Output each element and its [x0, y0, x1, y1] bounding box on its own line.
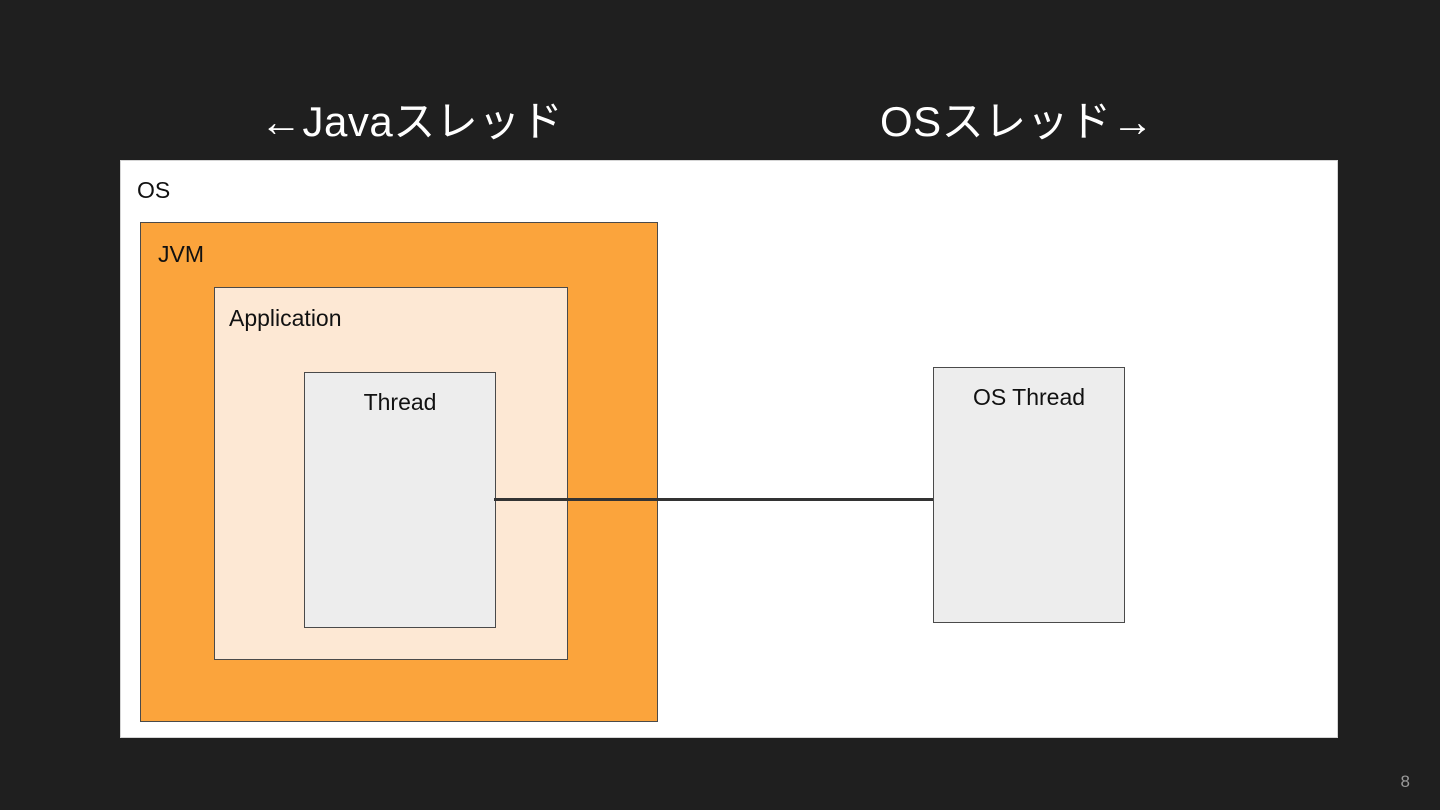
application-label: Application: [229, 305, 342, 331]
os-thread-label: OS Thread: [972, 384, 1086, 410]
heading-java-threads: ←Javaスレッド: [260, 98, 564, 145]
jvm-container: JVM Application Thread: [140, 222, 658, 722]
application-container: Application Thread: [214, 287, 568, 660]
os-label: OS: [137, 177, 171, 203]
page-number: 8: [1400, 772, 1410, 791]
os-thread-box: OS Thread: [933, 367, 1125, 623]
heading-os-threads: OSスレッド→: [880, 98, 1155, 145]
thread-label: Thread: [363, 389, 437, 415]
thread-connector-line: [494, 498, 934, 501]
thread-box: Thread: [304, 372, 496, 628]
os-container: OS JVM Application Thread OS Thread: [120, 160, 1338, 738]
jvm-label: JVM: [158, 241, 204, 267]
